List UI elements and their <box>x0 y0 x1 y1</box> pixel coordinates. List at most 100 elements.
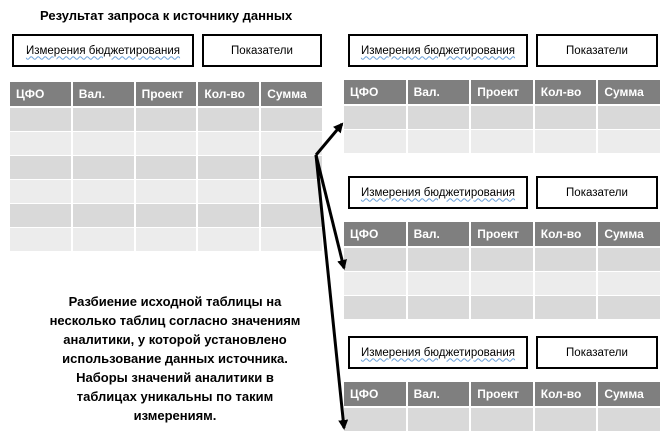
table-cell <box>534 106 597 130</box>
table-cell <box>407 272 470 296</box>
target1-header-row: ЦФО Вал. Проект Кол-во Сумма <box>344 80 660 106</box>
caption-line: таблицах уникальны по таким <box>76 389 274 404</box>
table-cell <box>135 228 197 252</box>
target1-indicators-label: Показатели <box>566 44 628 57</box>
table-row <box>344 248 660 272</box>
caption-line: использование данных источника. <box>62 351 288 366</box>
table-cell <box>198 108 260 132</box>
table-row <box>10 180 322 204</box>
table-cell <box>344 408 406 432</box>
target1-indicators-button[interactable]: Показатели <box>536 34 658 67</box>
column-header: ЦФО <box>10 82 71 108</box>
table-cell <box>10 108 71 132</box>
source-dimensions-button[interactable]: Измерения бюджетирования <box>12 34 194 67</box>
table-cell <box>471 106 533 130</box>
target2-table: ЦФО Вал. Проект Кол-во Сумма <box>342 222 662 320</box>
table-cell <box>135 204 197 228</box>
table-row <box>344 408 660 432</box>
source-indicators-button[interactable]: Показатели <box>202 34 322 67</box>
table-row <box>10 204 322 228</box>
target3-indicators-label: Показатели <box>566 346 628 359</box>
table-cell <box>72 180 134 204</box>
column-header: ЦФО <box>344 382 406 408</box>
table-cell <box>261 108 322 132</box>
target1-dimensions-button[interactable]: Измерения бюджетирования <box>348 34 528 67</box>
table-cell <box>10 132 71 156</box>
table-cell <box>198 228 260 252</box>
table-cell <box>344 296 406 320</box>
target1-table: ЦФО Вал. Проект Кол-во Сумма <box>342 80 662 154</box>
table-cell <box>471 296 533 320</box>
column-header: Сумма <box>598 80 660 106</box>
table-cell <box>598 408 660 432</box>
table-cell <box>344 106 406 130</box>
column-header: ЦФО <box>344 222 406 248</box>
table-row <box>344 272 660 296</box>
column-header: Вал. <box>407 80 470 106</box>
target2-header-row: ЦФО Вал. Проект Кол-во Сумма <box>344 222 660 248</box>
table-cell <box>344 130 406 154</box>
column-header: Проект <box>471 80 533 106</box>
target3-dimensions-label: Измерения бюджетирования <box>360 346 516 359</box>
table-cell <box>72 108 134 132</box>
table-cell <box>135 108 197 132</box>
target3-dimensions-button[interactable]: Измерения бюджетирования <box>348 336 528 369</box>
table-row <box>344 296 660 320</box>
table-cell <box>534 408 597 432</box>
source-table: ЦФО Вал. Проект Кол-во Сумма <box>8 82 324 252</box>
column-header: Сумма <box>261 82 322 108</box>
table-row <box>10 228 322 252</box>
table-cell <box>534 296 597 320</box>
table-cell <box>407 408 470 432</box>
table-cell <box>198 156 260 180</box>
caption-line: Разбиение исходной таблицы на <box>68 294 282 309</box>
column-header: ЦФО <box>344 80 406 106</box>
caption-line: Наборы значений аналитики в <box>76 370 274 385</box>
caption-line: измерениям. <box>133 408 217 423</box>
table-row <box>10 108 322 132</box>
column-header: Кол-во <box>534 382 597 408</box>
table-cell <box>534 248 597 272</box>
table-cell <box>261 228 322 252</box>
target2-dimensions-label: Измерения бюджетирования <box>360 186 516 199</box>
column-header: Сумма <box>598 382 660 408</box>
table-cell <box>598 106 660 130</box>
table-row <box>10 156 322 180</box>
table-cell <box>471 272 533 296</box>
caption-line: несколько таблиц согласно значениям <box>49 313 301 328</box>
target3-header-row: ЦФО Вал. Проект Кол-во Сумма <box>344 382 660 408</box>
source-title: Результат запроса к источнику данных <box>40 8 293 23</box>
caption-line: аналитики, у которой установлено <box>63 332 287 347</box>
table-cell <box>10 228 71 252</box>
table-cell <box>261 156 322 180</box>
table-cell <box>198 204 260 228</box>
table-cell <box>344 248 406 272</box>
table-cell <box>598 130 660 154</box>
target2-dimensions-button[interactable]: Измерения бюджетирования <box>348 176 528 209</box>
target2-indicators-label: Показатели <box>566 186 628 199</box>
table-cell <box>598 296 660 320</box>
source-indicators-label: Показатели <box>231 44 293 57</box>
table-cell <box>598 248 660 272</box>
table-cell <box>407 106 470 130</box>
table-cell <box>471 248 533 272</box>
column-header: Проект <box>471 222 533 248</box>
column-header: Сумма <box>598 222 660 248</box>
column-header: Проект <box>135 82 197 108</box>
table-cell <box>72 228 134 252</box>
target3-indicators-button[interactable]: Показатели <box>536 336 658 369</box>
table-cell <box>261 180 322 204</box>
table-cell <box>72 204 134 228</box>
table-cell <box>72 156 134 180</box>
table-cell <box>135 180 197 204</box>
column-header: Вал. <box>407 382 470 408</box>
target1-dimensions-label: Измерения бюджетирования <box>360 44 516 57</box>
table-cell <box>261 204 322 228</box>
table-cell <box>72 132 134 156</box>
table-row <box>344 106 660 130</box>
target2-indicators-button[interactable]: Показатели <box>536 176 658 209</box>
target3-table: ЦФО Вал. Проект Кол-во Сумма <box>342 382 662 432</box>
column-header: Проект <box>471 382 533 408</box>
table-cell <box>407 130 470 154</box>
column-header: Вал. <box>72 82 134 108</box>
